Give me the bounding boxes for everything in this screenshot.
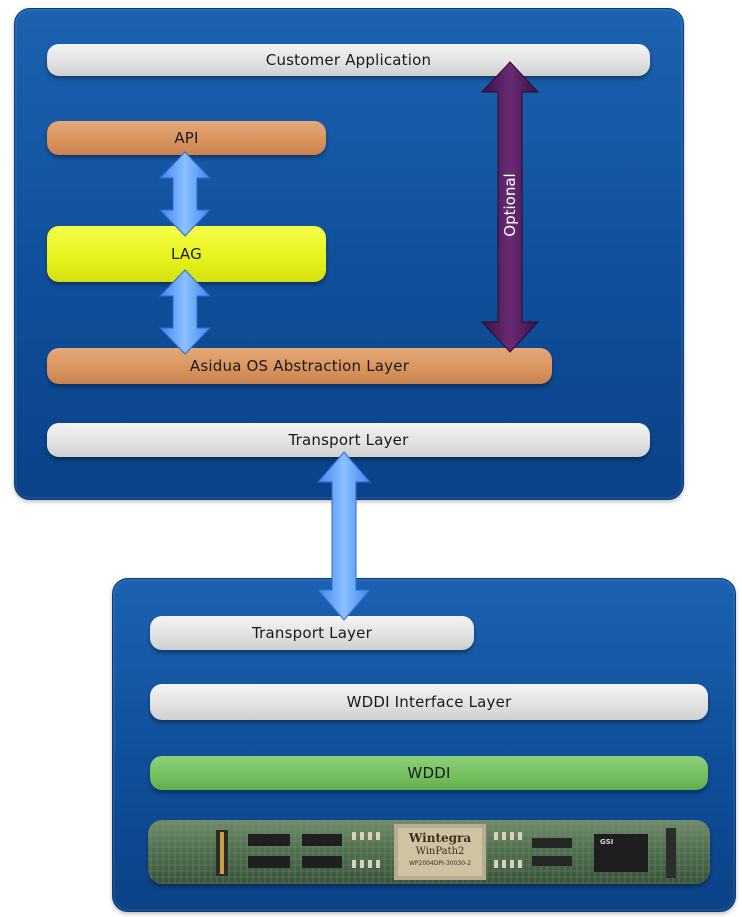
customer-application-label: Customer Application	[265, 51, 432, 69]
gsi-chip-label: GSI	[600, 838, 614, 846]
api-bar: API	[47, 121, 326, 155]
chip-code-label: WP2004DPI-30030-2	[408, 860, 472, 867]
wddi-label: WDDI	[407, 764, 451, 782]
target-transport-bar: Transport Layer	[150, 616, 474, 650]
host-transport-label: Transport Layer	[288, 431, 409, 449]
api-lag-arrow	[158, 151, 212, 237]
optional-arrow	[480, 61, 540, 353]
lag-bar: LAG	[47, 226, 326, 282]
transport-link-arrow	[316, 451, 372, 621]
chip-brand-label: Wintegra	[408, 831, 472, 845]
wddi-interface-label: WDDI Interface Layer	[346, 693, 512, 711]
os-abstraction-label: Asidua OS Abstraction Layer	[189, 357, 410, 375]
optional-label: Optional	[501, 173, 519, 237]
host-transport-bar: Transport Layer	[47, 423, 650, 457]
api-label: API	[174, 129, 199, 147]
hardware-board-image: Wintegra WinPath2 WP2004DPI-30030-2 GSI	[148, 820, 710, 884]
os-abstraction-bar: Asidua OS Abstraction Layer	[47, 348, 552, 384]
lag-label: LAG	[171, 245, 202, 263]
wddi-bar: WDDI	[150, 756, 708, 790]
lag-os-arrow	[158, 269, 212, 355]
chip-model-label: WinPath2	[415, 846, 465, 857]
wddi-interface-bar: WDDI Interface Layer	[150, 684, 708, 720]
target-transport-label: Transport Layer	[252, 624, 372, 642]
customer-application-bar: Customer Application	[47, 44, 650, 76]
